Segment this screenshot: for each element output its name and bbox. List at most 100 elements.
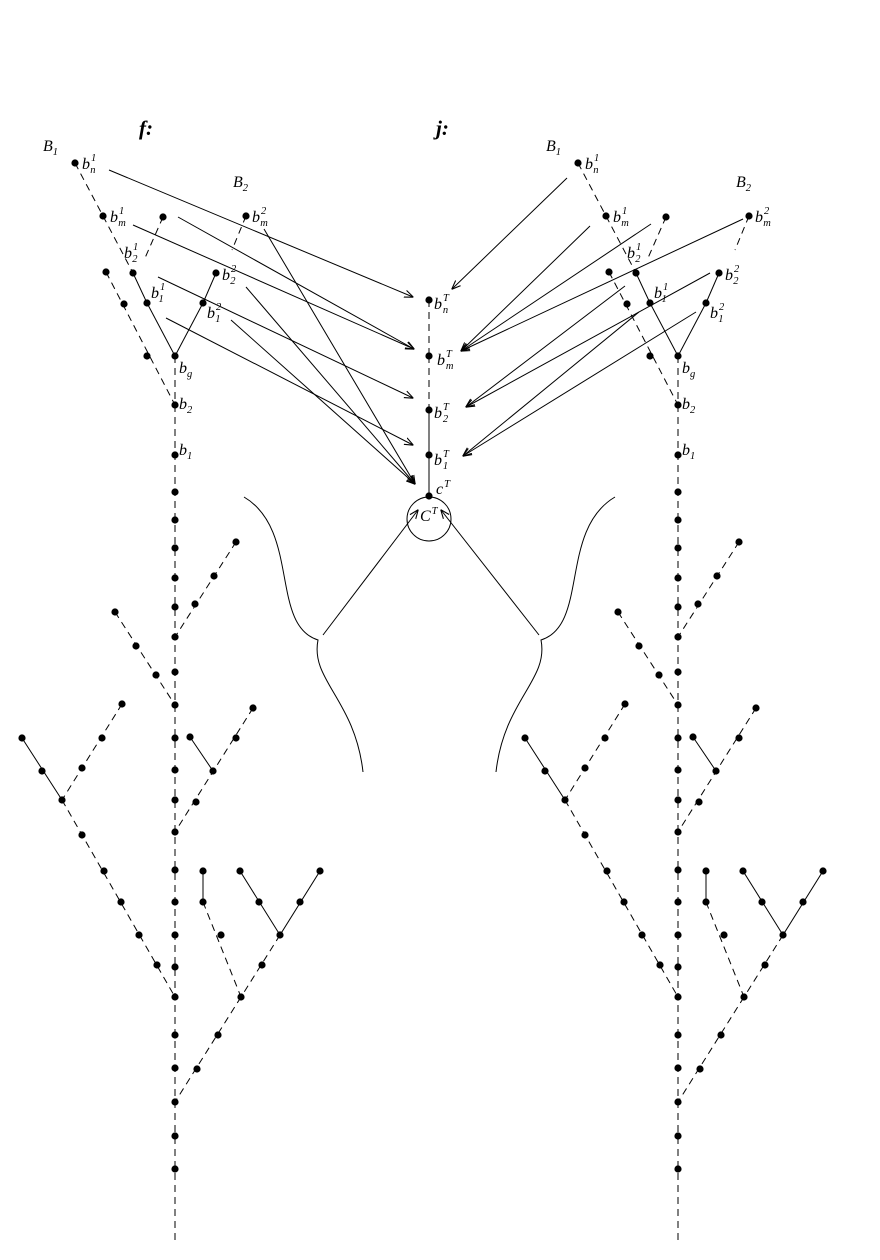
tree-node <box>129 269 137 277</box>
edge <box>174 541 237 638</box>
label-B1: B1 <box>546 138 561 158</box>
tree-node <box>702 867 710 875</box>
tree-node <box>655 671 663 679</box>
tree-node <box>717 1031 725 1039</box>
label-cT: cT <box>436 479 451 498</box>
tree-node <box>209 767 217 775</box>
tree-node <box>735 734 743 742</box>
tree-node <box>674 866 682 874</box>
tree-node <box>761 961 769 969</box>
tree-node <box>171 544 179 552</box>
tree-node <box>111 608 119 616</box>
tree-node <box>171 828 179 836</box>
edge <box>705 272 720 304</box>
tree-node <box>574 159 582 167</box>
tree-node <box>674 633 682 641</box>
edge <box>114 611 176 706</box>
tree-node <box>132 642 140 650</box>
tree-node <box>674 488 682 496</box>
tree-node <box>171 701 179 709</box>
tree-node <box>740 993 748 1001</box>
edge <box>102 215 134 274</box>
tree-node <box>696 1065 704 1073</box>
tree-node <box>193 1065 201 1073</box>
tree-node <box>217 931 225 939</box>
tree-node <box>799 898 807 906</box>
tree-node <box>674 451 682 459</box>
label-b2: b2 <box>179 396 193 416</box>
tree-node <box>662 213 670 221</box>
edge <box>677 302 707 357</box>
tree-node <box>186 733 194 741</box>
tree-node <box>425 451 433 459</box>
arrow <box>466 272 711 407</box>
tree-node <box>674 603 682 611</box>
edge <box>564 703 626 801</box>
edge <box>132 272 148 304</box>
tree-node <box>561 796 569 804</box>
tree-node <box>78 831 86 839</box>
arrow <box>441 510 540 636</box>
tree-node <box>601 734 609 742</box>
tree-node <box>171 401 179 409</box>
label-B2: B2 <box>233 174 249 194</box>
edge <box>231 215 247 251</box>
tree-node <box>758 898 766 906</box>
tree-node <box>296 898 304 906</box>
arrow <box>245 286 415 484</box>
tree-node <box>171 352 179 360</box>
tree-node <box>249 704 257 712</box>
tree-node <box>255 898 263 906</box>
edge <box>189 736 214 772</box>
edge <box>202 901 242 998</box>
tree-node <box>143 299 151 307</box>
tree-node <box>521 734 529 742</box>
tree-node <box>171 574 179 582</box>
tree-node <box>210 572 218 580</box>
tree-node <box>674 931 682 939</box>
tree-node <box>99 212 107 220</box>
tree-node <box>581 764 589 772</box>
label-b2: b2 <box>682 396 696 416</box>
tree-node <box>752 704 760 712</box>
mapping-arrows <box>108 169 744 636</box>
tree-node <box>674 544 682 552</box>
arrow <box>230 319 415 484</box>
tree-node <box>674 352 682 360</box>
tree-f <box>21 162 321 1240</box>
tree-node <box>171 668 179 676</box>
tree-node <box>18 734 26 742</box>
tree-node <box>603 867 611 875</box>
tree-node <box>620 898 628 906</box>
edge <box>144 216 164 259</box>
tree-node <box>58 796 66 804</box>
edge <box>635 272 651 304</box>
tree-node <box>674 993 682 1001</box>
tree-node <box>135 931 143 939</box>
tree-node <box>674 828 682 836</box>
tree-node <box>715 269 723 277</box>
edge <box>617 611 679 706</box>
tree-node <box>199 898 207 906</box>
tree-node <box>316 867 324 875</box>
heading-f: f: <box>139 116 153 140</box>
tree-node <box>674 701 682 709</box>
tree-node <box>541 767 549 775</box>
tree-j <box>524 162 824 1240</box>
edge <box>577 162 607 217</box>
tree-node <box>214 1031 222 1039</box>
tree-node <box>674 668 682 676</box>
tree-node <box>745 212 753 220</box>
edge <box>608 271 679 406</box>
label-B1: B1 <box>43 138 58 158</box>
tree-node <box>646 352 654 360</box>
tree-node <box>117 898 125 906</box>
tree-node <box>689 733 697 741</box>
